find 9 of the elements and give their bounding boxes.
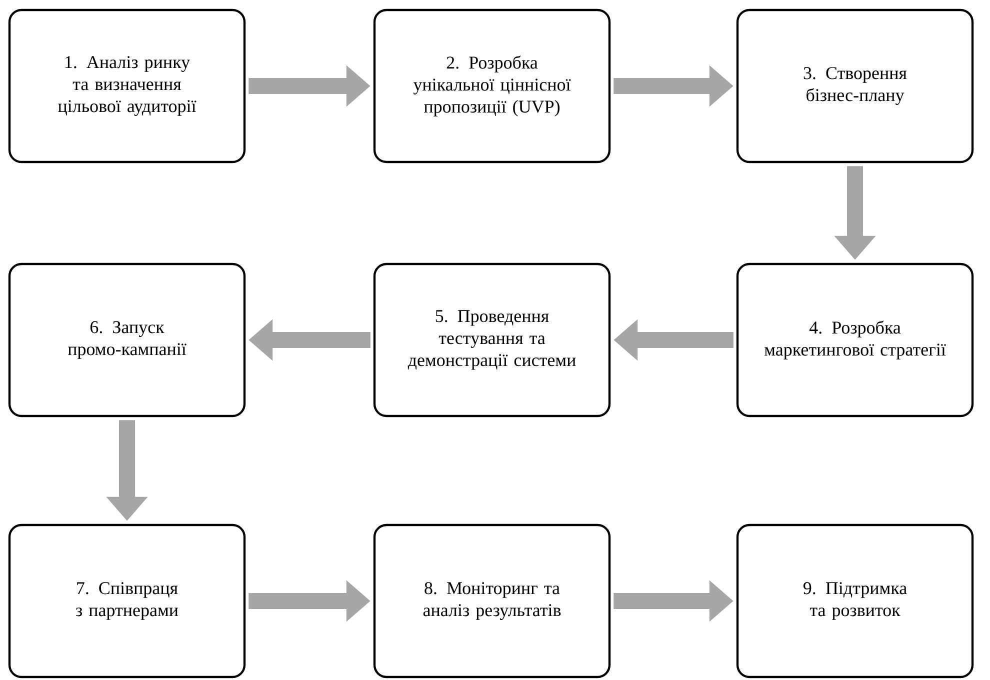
process-box: 1. Аналіз ринку та визначення цільової аудиторії xyxy=(8,8,246,164)
process-box: 2. Розробка унікальної ціннісної пропозиції (UVP) xyxy=(373,8,611,164)
process-box: 8. Моніторинг та аналіз результатів xyxy=(373,524,611,678)
process-box: 4. Розробка маркетингової стратегії xyxy=(736,262,974,418)
process-box: 6. Запуск промо-кампанії xyxy=(8,262,246,418)
process-box: 9. Підтримка та розвиток xyxy=(736,524,974,678)
process-box: 3. Створення бізнес-плану xyxy=(736,8,974,164)
process-box: 5. Проведення тестування та демонстрації системи xyxy=(373,262,611,418)
process-box: 7. Співпраця з партнерами xyxy=(8,524,246,678)
